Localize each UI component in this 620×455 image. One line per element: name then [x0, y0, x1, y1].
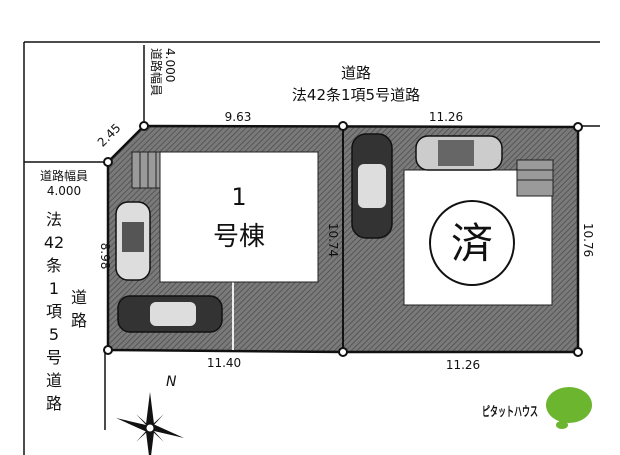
dim-top-lot2: 11.26 — [429, 110, 463, 124]
sold-status: 済 — [451, 219, 493, 268]
left-road-name: 法 42 条 1 項 5 号 道 路 道 路 — [44, 210, 87, 413]
dim-right-lot2: 10.76 — [581, 223, 595, 257]
svg-text:路: 路 — [71, 311, 87, 330]
svg-text:5: 5 — [49, 325, 59, 344]
left-road-width-label: 道路幅員 — [40, 168, 88, 183]
svg-text:道: 道 — [46, 371, 62, 390]
stairs-lot2 — [516, 159, 554, 197]
compass-north: N — [166, 374, 177, 390]
dim-corner: 2.45 — [95, 121, 124, 150]
brand-logo-icon — [546, 387, 592, 423]
svg-text:42: 42 — [44, 233, 64, 252]
dim-middle: 10.74 — [326, 223, 340, 257]
dim-bottom-lot1: 11.40 — [207, 356, 241, 370]
svg-text:条: 条 — [46, 256, 62, 275]
car-icon — [415, 135, 503, 171]
dim-bottom-lot2: 11.26 — [446, 358, 480, 372]
svg-text:号: 号 — [46, 348, 62, 367]
brand-name: ピタットハウス — [482, 405, 538, 420]
lot1-number: 1 — [231, 183, 246, 211]
dim-top-lot1: 9.63 — [225, 110, 252, 124]
car-icon — [351, 133, 393, 239]
top-road-name: 道路 — [341, 64, 371, 82]
car-icon — [117, 295, 223, 333]
brand-logo-icon — [556, 421, 568, 429]
building-1 — [159, 151, 319, 283]
svg-text:道: 道 — [71, 288, 87, 307]
compass-icon — [116, 392, 184, 455]
car-icon — [115, 201, 151, 281]
svg-text:法: 法 — [46, 210, 62, 229]
top-road-type: 法42条1項5号道路 — [292, 86, 420, 104]
boundary-markers — [103, 121, 583, 357]
svg-text:項: 項 — [46, 302, 62, 321]
dim-left-lot1: 8.98 — [98, 243, 112, 270]
sold-circle — [429, 200, 515, 286]
svg-text:路: 路 — [46, 394, 62, 413]
left-road-width-value: 4.000 — [47, 184, 81, 198]
top-road-width-value: 4.000 — [163, 48, 177, 82]
svg-text:1: 1 — [49, 279, 59, 298]
top-road-width-label: 道路幅員 — [149, 48, 164, 96]
lot1-label: 号棟 — [213, 222, 265, 252]
